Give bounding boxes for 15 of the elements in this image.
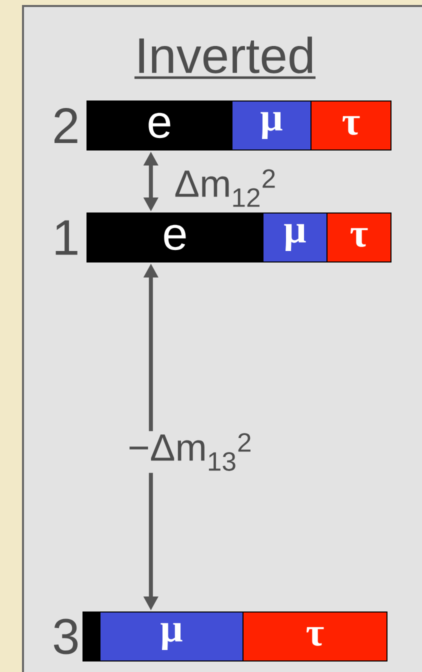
level-number: 2 bbox=[54, 108, 78, 143]
level-number: 1 bbox=[56, 220, 78, 255]
flavour-segment: τ bbox=[310, 100, 392, 150]
underlined-title: Inverted bbox=[134, 36, 316, 79]
flavour-segment: τ bbox=[242, 612, 388, 662]
flavour-segment: μ bbox=[232, 100, 312, 150]
flavour-segment: τ bbox=[326, 212, 392, 262]
flavour-segment: μ bbox=[262, 212, 328, 262]
flavour-segment: μ bbox=[100, 612, 244, 662]
flavour-segment: e bbox=[86, 100, 232, 150]
level-number: 3 bbox=[54, 618, 78, 654]
level-bar bbox=[82, 612, 100, 662]
edge-label: −Δm$_{13}$2 bbox=[126, 431, 254, 473]
flavour-segment: e bbox=[86, 212, 264, 262]
edge-label: Δm$_{12}$2 bbox=[172, 167, 279, 209]
